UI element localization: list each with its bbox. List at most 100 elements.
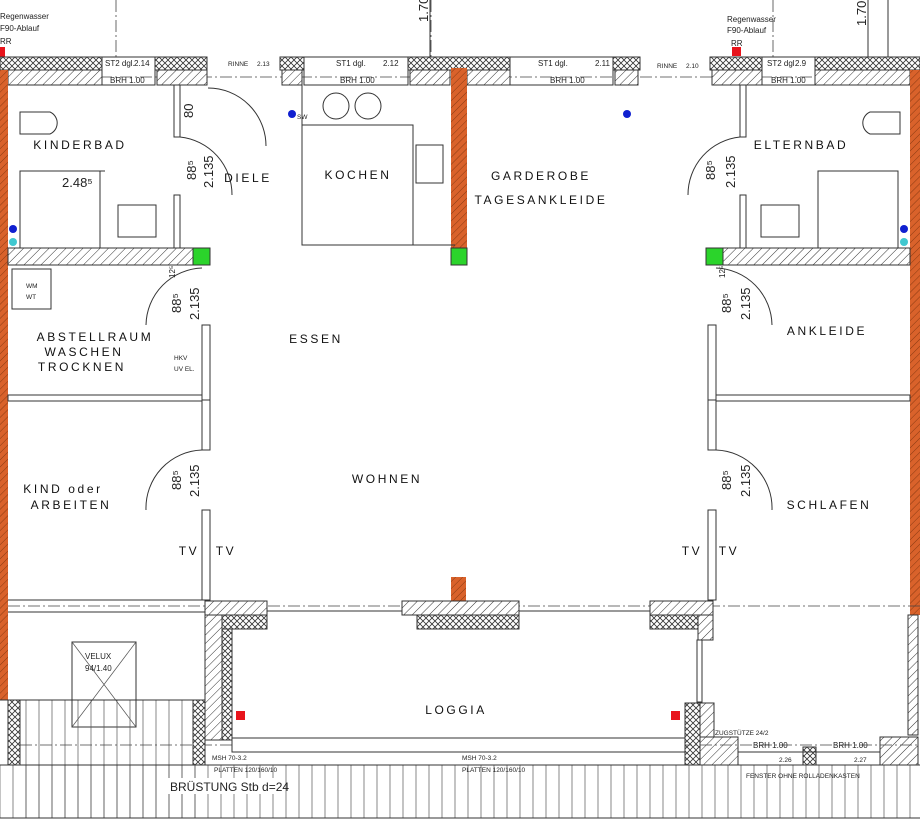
washbasin	[117, 204, 157, 238]
window-number: 2.11	[595, 59, 611, 68]
regen-right-label: RR	[731, 39, 743, 48]
regen-left-label: F90-Ablauf	[0, 24, 40, 33]
top-wall	[0, 56, 920, 86]
doors	[145, 87, 773, 511]
room-kinderbad: KINDERBAD	[33, 138, 126, 152]
room-ankleide: ANKLEIDE	[787, 324, 867, 338]
window-brh: BRH 1.00	[753, 741, 788, 750]
shower-tray	[817, 170, 899, 249]
svg-text:88⁵: 88⁵	[719, 470, 734, 490]
svg-text:12⁵: 12⁵	[718, 266, 727, 278]
regen-left-label: Regenwasser	[0, 12, 49, 21]
svg-text:88⁵: 88⁵	[719, 293, 734, 313]
toilet-icon	[862, 111, 901, 135]
rinne-label: RINNE	[228, 61, 249, 68]
svg-text:88⁵: 88⁵	[169, 470, 184, 490]
svg-text:2.135: 2.135	[723, 155, 738, 188]
window-type: ST2 dgl.	[105, 59, 135, 68]
fixtures	[9, 85, 908, 728]
room-essen: ESSEN	[289, 332, 343, 346]
door-dims: 88⁵ 2.135 88⁵ 2.135 88⁵ 2.135 88⁵ 2.135 …	[168, 155, 753, 497]
pipe-icon	[623, 110, 631, 118]
garderobe-wall	[451, 68, 467, 265]
pipe-icon	[288, 110, 296, 118]
svg-text:2.135: 2.135	[738, 287, 753, 320]
room-kind: KIND oder	[23, 482, 102, 496]
platten-label: PLATTEN 120/160/10	[462, 767, 525, 774]
room-kind: ARBEITEN	[31, 498, 112, 512]
pipe-icon	[9, 225, 17, 233]
shower-dim: 2.48⁵	[62, 175, 93, 190]
window-type: ST1 dgl.	[538, 59, 568, 68]
regen-right-label: F90-Ablauf	[727, 26, 767, 35]
window-type: ST1 dgl.	[336, 59, 366, 68]
toilet-icon	[19, 111, 58, 135]
svg-text:88⁵: 88⁵	[184, 160, 199, 180]
interior-walls	[7, 84, 920, 766]
dimension-label: 1.70⁵	[854, 0, 869, 26]
balustrade-grid	[0, 699, 920, 819]
wt-label: WT	[26, 294, 36, 301]
brustung-label: BRÜSTUNG Stb d=24	[170, 780, 289, 794]
pipe-icon	[900, 225, 908, 233]
wm-label: WM	[26, 283, 38, 290]
rr-marker	[0, 47, 5, 57]
room-elternbad: ELTERNBAD	[754, 138, 849, 152]
svg-text:2.135: 2.135	[738, 464, 753, 497]
svg-text:12⁵: 12⁵	[168, 266, 177, 278]
window-type: ST2 dgl.	[767, 59, 797, 68]
window-number: 2.12	[383, 59, 399, 68]
room-loggia: LOGGIA	[425, 703, 487, 717]
window-number: 2.26	[779, 757, 792, 764]
sink	[415, 144, 444, 184]
svg-text:88⁵: 88⁵	[169, 293, 184, 313]
room-schlafen: SCHLAFEN	[787, 498, 872, 512]
msh-label: MSH 70-3.2	[212, 755, 247, 762]
window-number: 2.9	[795, 59, 807, 68]
room-abstellraum: TROCKNEN	[38, 360, 126, 374]
msh-label: MSH 70-3.2	[462, 755, 497, 762]
window-brh: BRH 1.00	[550, 76, 585, 85]
marker-red	[236, 711, 245, 720]
pipe-icon	[9, 238, 17, 246]
tv-label: TV	[216, 544, 237, 558]
room-wohnen: WOHNEN	[352, 472, 422, 486]
room-kochen: KOCHEN	[325, 168, 392, 182]
zugstutze-label: ZUGSTÜTZE 24/2	[715, 729, 769, 737]
tv-label: TV	[719, 544, 740, 558]
svg-text:2.135: 2.135	[187, 287, 202, 320]
velux-size: 94/1.40	[85, 664, 112, 673]
kitchen-counter	[301, 85, 455, 246]
window-number: 2.27	[854, 757, 867, 764]
room-diele: DIELE	[224, 171, 272, 185]
washbasin	[760, 204, 800, 238]
outer-wall-right	[910, 70, 920, 615]
dimension-label: 1.70	[416, 0, 431, 22]
regen-left-label: RR	[0, 37, 12, 46]
rr-marker	[732, 47, 741, 56]
niche-dim: 80	[181, 104, 196, 118]
platten-label: PLATTEN 120/160/10	[214, 767, 277, 774]
svg-text:88⁵: 88⁵	[703, 160, 718, 180]
marker-red	[671, 711, 680, 720]
rinne-number: 2.10	[686, 63, 699, 70]
outer-wall-left	[0, 70, 8, 700]
svg-text:2.135: 2.135	[201, 155, 216, 188]
pipe-icon	[900, 238, 908, 246]
room-tagesankleide: TAGESANKLEIDE	[475, 193, 608, 207]
sw-label: SW	[297, 114, 308, 121]
window-brh: BRH 1.00	[110, 76, 145, 85]
hob-icon	[322, 92, 350, 120]
svg-text:2.135: 2.135	[187, 464, 202, 497]
fenster-note: FENSTER OHNE ROLLADENKASTEN	[746, 773, 860, 780]
hkv-label: HKV	[174, 355, 188, 362]
window-brh: BRH 1.00	[833, 741, 868, 750]
hob-icon	[354, 92, 382, 120]
rinne-number: 2.13	[257, 61, 270, 68]
tv-label: TV	[682, 544, 703, 558]
washing-machine	[11, 268, 52, 310]
rinne-label: RINNE	[657, 63, 678, 70]
room-garderobe: GARDEROBE	[491, 169, 591, 183]
window-brh: BRH 1.00	[771, 76, 806, 85]
